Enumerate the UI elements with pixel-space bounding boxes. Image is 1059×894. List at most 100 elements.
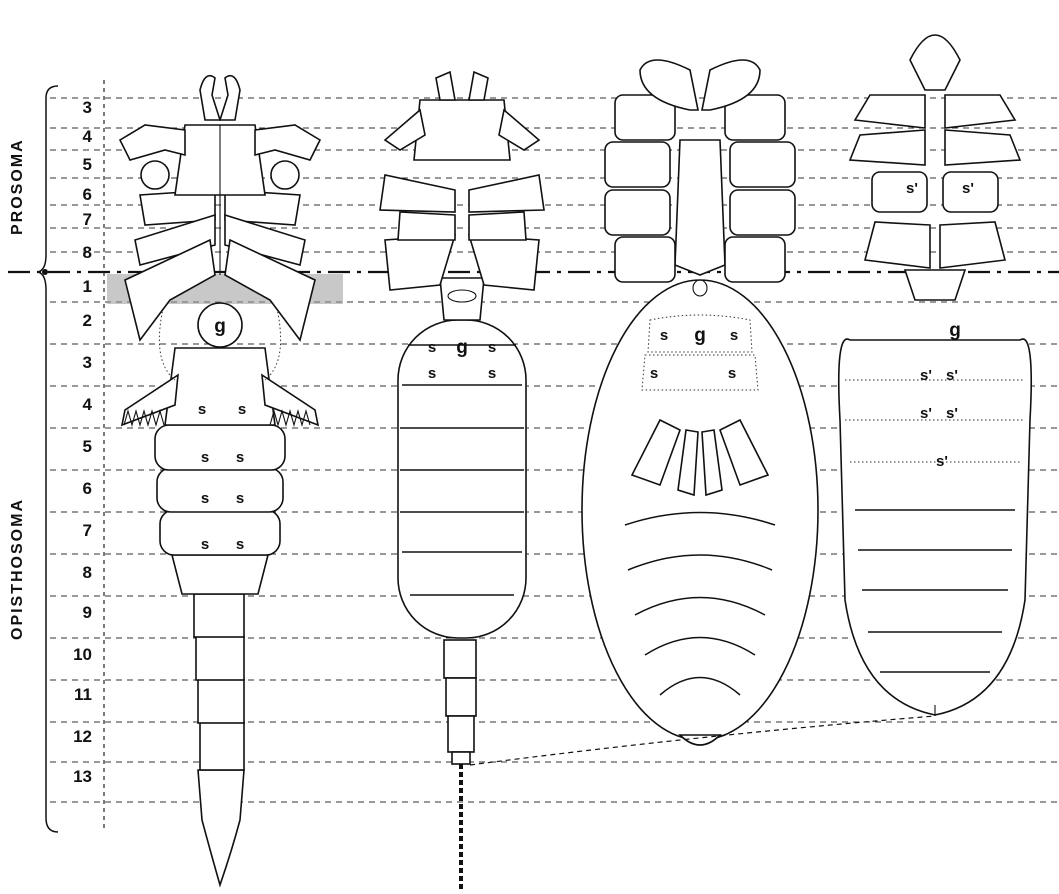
segment-number: 4 bbox=[83, 127, 93, 146]
label-s-prime: s' bbox=[936, 453, 948, 470]
animal-1-anterior-limb bbox=[120, 125, 185, 160]
animal-2-scorpion bbox=[380, 72, 544, 889]
segment-number: 6 bbox=[83, 479, 92, 498]
label-s-prime: s' bbox=[920, 405, 932, 422]
animal-1-genital-plate bbox=[165, 348, 275, 425]
animal-3-oval bbox=[582, 60, 818, 745]
animal-1-eurypterid bbox=[120, 76, 320, 885]
animal-2-abdomen bbox=[398, 320, 526, 638]
label-g: g bbox=[214, 316, 226, 337]
animal-3-coxa bbox=[725, 237, 785, 282]
label-s: s bbox=[428, 339, 436, 356]
animal-2-leg bbox=[469, 212, 526, 240]
animal-1-limb-joint bbox=[271, 161, 299, 189]
label-s: s bbox=[650, 365, 658, 382]
segment-number: 7 bbox=[83, 521, 92, 540]
animal-3-coxa bbox=[730, 142, 795, 187]
label-s: s bbox=[198, 401, 206, 418]
animal-2-coxal-region bbox=[414, 100, 510, 160]
animal-1-tail-seg bbox=[198, 679, 244, 723]
animal-2-tail-seg bbox=[444, 640, 476, 678]
label-s: s bbox=[201, 449, 209, 466]
label-s: s bbox=[730, 327, 738, 344]
label-s: s bbox=[236, 536, 244, 553]
label-s: s bbox=[428, 365, 436, 382]
animal-1-segment-8 bbox=[172, 555, 268, 594]
label-s: s bbox=[201, 490, 209, 507]
label-g: g bbox=[694, 325, 706, 346]
animal-1-plate bbox=[160, 510, 280, 555]
opisthosoma-brace bbox=[46, 290, 58, 832]
animal-3-coxa bbox=[730, 190, 795, 235]
segment-number: 3 bbox=[83, 353, 92, 372]
label-s: s bbox=[728, 365, 736, 382]
animal-1-plate bbox=[155, 425, 285, 470]
animal-2-pedicel bbox=[440, 278, 484, 320]
label-s: s bbox=[488, 339, 496, 356]
segment-number: 9 bbox=[83, 603, 92, 622]
label-s: s bbox=[201, 536, 209, 553]
label-s: s bbox=[488, 365, 496, 382]
prosoma-brace bbox=[38, 86, 58, 290]
animal-4-coxa bbox=[940, 222, 1005, 268]
animal-1-telson bbox=[198, 770, 244, 885]
animal-4-coxa bbox=[945, 130, 1020, 165]
segment-number: 10 bbox=[73, 645, 92, 664]
label-s: s bbox=[238, 401, 246, 418]
label-s: s bbox=[236, 490, 244, 507]
animal-3-coxa bbox=[615, 237, 675, 282]
label-s-prime: s' bbox=[946, 367, 958, 384]
animal-1-chelicera bbox=[220, 76, 240, 120]
animal-4-abdomen bbox=[839, 339, 1032, 715]
animal-2-chelicera bbox=[436, 72, 455, 100]
segment-number: 2 bbox=[83, 311, 92, 330]
segment-number: 7 bbox=[83, 210, 92, 229]
animal-4-coxa bbox=[945, 95, 1015, 128]
segment-number: 4 bbox=[83, 395, 93, 414]
segment-number: 12 bbox=[73, 727, 92, 746]
animal-3-coxa bbox=[605, 190, 670, 235]
animal-1-tail-seg bbox=[194, 594, 244, 637]
animal-2-leg bbox=[380, 175, 455, 212]
animal-4-coxa bbox=[865, 222, 930, 268]
animal-4-pedicel bbox=[905, 270, 965, 300]
segment-number: 6 bbox=[83, 185, 92, 204]
animal-1-tail-seg bbox=[196, 636, 244, 680]
animal-3-coxa bbox=[605, 142, 670, 187]
animal-3-abdomen bbox=[582, 280, 818, 740]
boundary-dot bbox=[42, 269, 48, 275]
animal-4-coxa bbox=[872, 172, 927, 212]
label-s-prime: s' bbox=[920, 367, 932, 384]
segment-number: 13 bbox=[73, 767, 92, 786]
animal-2-tail-seg bbox=[448, 716, 474, 752]
animal-2-leg bbox=[469, 175, 544, 212]
animal-1-plate bbox=[157, 468, 283, 512]
animal-2-leg bbox=[398, 212, 455, 240]
segment-number: 11 bbox=[74, 685, 92, 704]
label-s-prime: s' bbox=[962, 180, 974, 197]
segment-number: 3 bbox=[83, 98, 92, 117]
animal-1-tail-seg bbox=[200, 722, 244, 770]
label-s-prime: s' bbox=[906, 180, 918, 197]
animal-4-oval bbox=[839, 35, 1032, 716]
animal-1-anterior-limb bbox=[255, 125, 320, 160]
segment-number: 8 bbox=[83, 243, 92, 262]
label-s-prime: s' bbox=[946, 405, 958, 422]
label-s: s bbox=[660, 327, 668, 344]
animal-3-sternum bbox=[675, 140, 725, 275]
label-g: g bbox=[949, 320, 961, 341]
animal-2-tail-seg bbox=[446, 678, 476, 716]
animal-2-tail-seg bbox=[452, 752, 470, 764]
animal-4-coxa bbox=[855, 95, 925, 128]
prosoma-label: PROSOMA bbox=[9, 138, 26, 235]
animal-2-chelicera bbox=[469, 72, 488, 100]
opisthosoma-label: OPISTHOSOMA bbox=[9, 498, 26, 640]
animal-1-limb-joint bbox=[141, 161, 169, 189]
segment-number: 8 bbox=[83, 563, 92, 582]
animal-4-rostrum bbox=[910, 35, 960, 90]
label-s: s bbox=[236, 449, 244, 466]
label-g: g bbox=[456, 337, 468, 358]
